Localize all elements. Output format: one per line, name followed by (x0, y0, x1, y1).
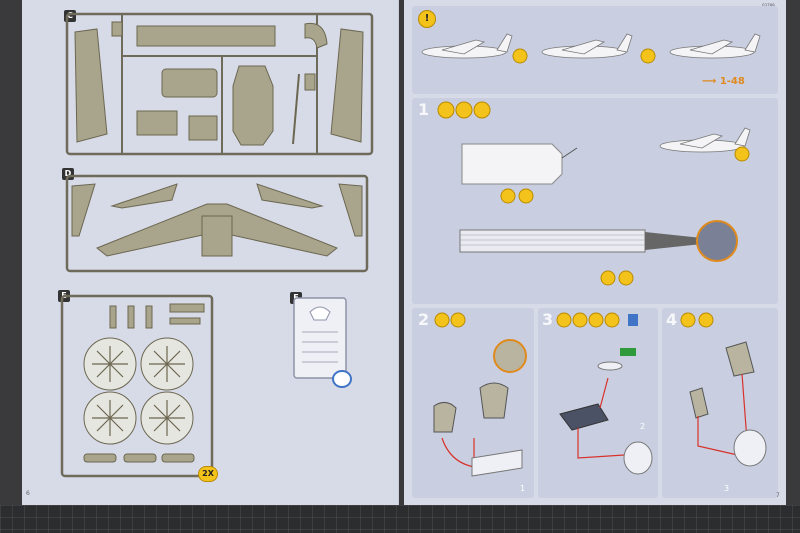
left-page-number: 6 (26, 490, 30, 497)
subfigure-number: 1 (520, 484, 526, 493)
step-3-panel: 3 2 (538, 308, 658, 498)
step-1-drawing (437, 101, 751, 286)
step-1-panel: 1 (412, 98, 778, 304)
right-page-number: 7 (776, 492, 780, 499)
kit-code: 03789 (762, 3, 775, 8)
step-4-panel: 4 3 (662, 308, 778, 498)
subfigure-number: 2 (640, 422, 646, 431)
step-number: 1 (418, 100, 430, 119)
cutting-mat (0, 505, 800, 533)
sprue-f-drawing (293, 297, 347, 379)
subfigure-number: 3 (724, 484, 730, 493)
step-2-drawing (433, 312, 527, 477)
step-3-drawing (556, 312, 653, 475)
aircraft-option-drawings (421, 33, 761, 64)
see-steps-reference: ⟶ 1-48 (702, 76, 745, 87)
sprue-e-drawing (60, 294, 214, 478)
attention-icon: ! (418, 10, 436, 28)
sprue-e-quantity-badge: 2X (198, 466, 218, 482)
step-number: 4 (666, 310, 678, 329)
step-number: 3 (542, 310, 554, 329)
left-instruction-page: C D E (22, 0, 399, 505)
step-4-drawing (680, 312, 767, 467)
reference-range: 1-48 (719, 76, 745, 87)
step-2-panel: 2 1 (412, 308, 534, 498)
sprue-d-drawing (65, 174, 369, 273)
step-number: 2 (418, 310, 430, 329)
sprue-c-drawing (65, 12, 374, 156)
intro-panel: ! ⟶ 1-48 (412, 6, 778, 94)
right-instruction-page: 03789 ! ⟶ 1-48 1 (404, 0, 786, 505)
clear-parts-marker (332, 370, 352, 388)
reference-arrow-icon: ⟶ (702, 76, 717, 87)
